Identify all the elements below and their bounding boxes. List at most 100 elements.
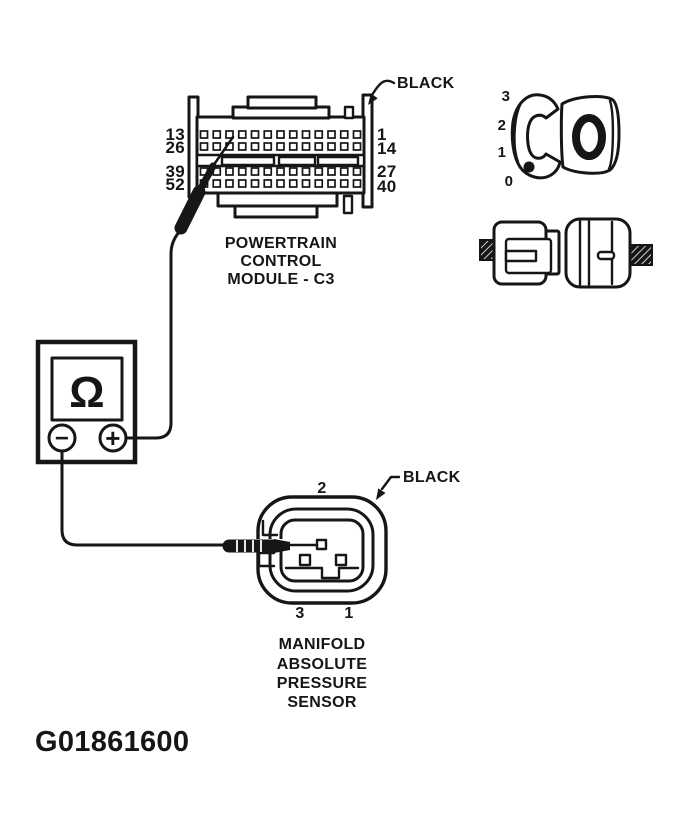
pcm-black-arrowhead <box>368 93 378 105</box>
terminal-body-edge <box>607 99 615 171</box>
ohmmeter: Ω − + <box>35 339 138 465</box>
pcm-pin <box>339 142 349 151</box>
pcm-pin <box>327 130 336 139</box>
pcm-caption-line: POWERTRAIN <box>225 235 337 252</box>
pcm-pin <box>225 167 234 176</box>
pcm-caption-line: CONTROL <box>240 253 321 270</box>
pcm-pin <box>339 167 349 176</box>
pcm-pin <box>314 167 324 176</box>
seal-crescent <box>510 93 562 180</box>
ohm-symbol: Ω <box>69 368 105 417</box>
map-probed-terminal <box>315 538 328 551</box>
pcm-black-leader-line <box>370 79 396 97</box>
pcm-wire-color-label: BLACK <box>397 75 455 92</box>
map-caption-line: ABSOLUTE <box>277 656 367 673</box>
positive-terminal-symbol: + <box>105 423 120 453</box>
probe-needle <box>211 135 235 168</box>
pcm-pin <box>314 179 324 188</box>
pcm-pin-label-left: 26 <box>165 138 185 157</box>
pcm-test-probe <box>174 135 235 235</box>
pcm-pin <box>301 130 311 139</box>
negative-terminal-symbol: − <box>55 425 69 452</box>
pcm-pin <box>339 130 349 139</box>
pcm-bottom-lock-tab-2 <box>233 204 319 219</box>
terminal-cavity-ring <box>572 114 606 160</box>
pcm-pin <box>263 179 273 188</box>
pcm-pin <box>250 167 260 176</box>
seal-index-dot <box>523 161 535 173</box>
pcm-pin <box>237 179 247 188</box>
pcm-pin <box>263 142 273 151</box>
seal-inner-arc <box>513 101 523 164</box>
map-black-leader-line <box>380 475 401 491</box>
pcm-pin <box>314 142 324 151</box>
map-pin-label-bottom-left: 3 <box>295 605 304 622</box>
map-pin-terminal <box>334 553 348 567</box>
pcm-pin <box>288 142 298 151</box>
pcm-connector: 13 26 39 52 1 14 27 40 BLACK POWERTRAIN … <box>165 75 454 288</box>
pcm-bottom-lock-tab <box>216 191 339 208</box>
pcm-pin <box>250 142 260 151</box>
pcm-pin <box>327 179 336 188</box>
pcm-pin <box>225 179 234 188</box>
pcm-pin <box>276 142 285 151</box>
map-pin-label-top: 2 <box>317 480 326 497</box>
pcm-pin <box>250 179 260 188</box>
pcm-pin <box>352 142 362 151</box>
inline-connector-detail <box>479 217 653 289</box>
probe-handle <box>174 185 206 235</box>
pcm-pin <box>212 142 222 151</box>
map-black-arrowhead <box>376 488 386 500</box>
map-left-step-lower <box>257 551 276 568</box>
terminal-seal-detail: 3 2 1 0 <box>498 88 621 190</box>
detail-position-label: 0 <box>505 173 514 190</box>
pcm-pin <box>288 179 298 188</box>
pcm-pin <box>199 130 209 139</box>
pcm-rail-slot <box>316 155 360 167</box>
pcm-pin <box>212 130 222 139</box>
pcm-pin <box>301 179 311 188</box>
pcm-pin <box>237 142 247 151</box>
pcm-pin-label-left: 52 <box>165 175 185 194</box>
pcm-pin-label-right: 14 <box>377 139 397 158</box>
pcm-pin <box>263 167 273 176</box>
map-pin-label-bottom-right: 1 <box>344 605 353 622</box>
pcm-pin <box>199 142 209 151</box>
pcm-pin <box>327 142 336 151</box>
pcm-pin <box>276 167 285 176</box>
figure-id: G01861600 <box>35 726 189 758</box>
pcm-pin <box>276 179 285 188</box>
male-half-tongue <box>504 249 538 263</box>
pcm-top-lock-tab-2 <box>246 95 318 110</box>
pcm-pin <box>237 167 247 176</box>
pcm-pin <box>212 179 222 188</box>
pcm-pin-label-left: 39 <box>165 162 185 181</box>
pcm-pin <box>276 130 285 139</box>
female-half-latch-slot <box>596 250 616 261</box>
right-wire-stub <box>629 244 653 266</box>
pcm-pin <box>263 130 273 139</box>
probe-taper <box>195 162 217 196</box>
ohmmeter-display <box>50 356 124 422</box>
detail-position-label: 1 <box>498 144 507 161</box>
pcm-pin-label-right: 27 <box>377 162 397 181</box>
map-probe-cone <box>274 539 290 553</box>
pcm-pin <box>314 130 324 139</box>
pcm-pin-grid <box>199 130 362 188</box>
map-left-step-upper <box>261 519 279 537</box>
pcm-rail-slot <box>277 155 317 167</box>
pcm-pin <box>352 167 362 176</box>
pcm-pin <box>352 179 362 188</box>
pcm-pin <box>225 130 234 139</box>
negative-test-lead-wire <box>60 449 231 547</box>
map-sensor-connector: 2 3 1 BLACK MANIFOLD ABSOLUTE PRESSURE S… <box>222 469 460 711</box>
pcm-pin <box>301 142 311 151</box>
pcm-top-small-tab <box>343 105 355 120</box>
pcm-pin-label-left: 13 <box>165 125 185 144</box>
positive-test-lead-wire <box>124 229 182 440</box>
map-pin-terminal <box>298 553 312 567</box>
detail-position-label: 3 <box>502 88 511 105</box>
map-caption-line: SENSOR <box>287 694 357 711</box>
